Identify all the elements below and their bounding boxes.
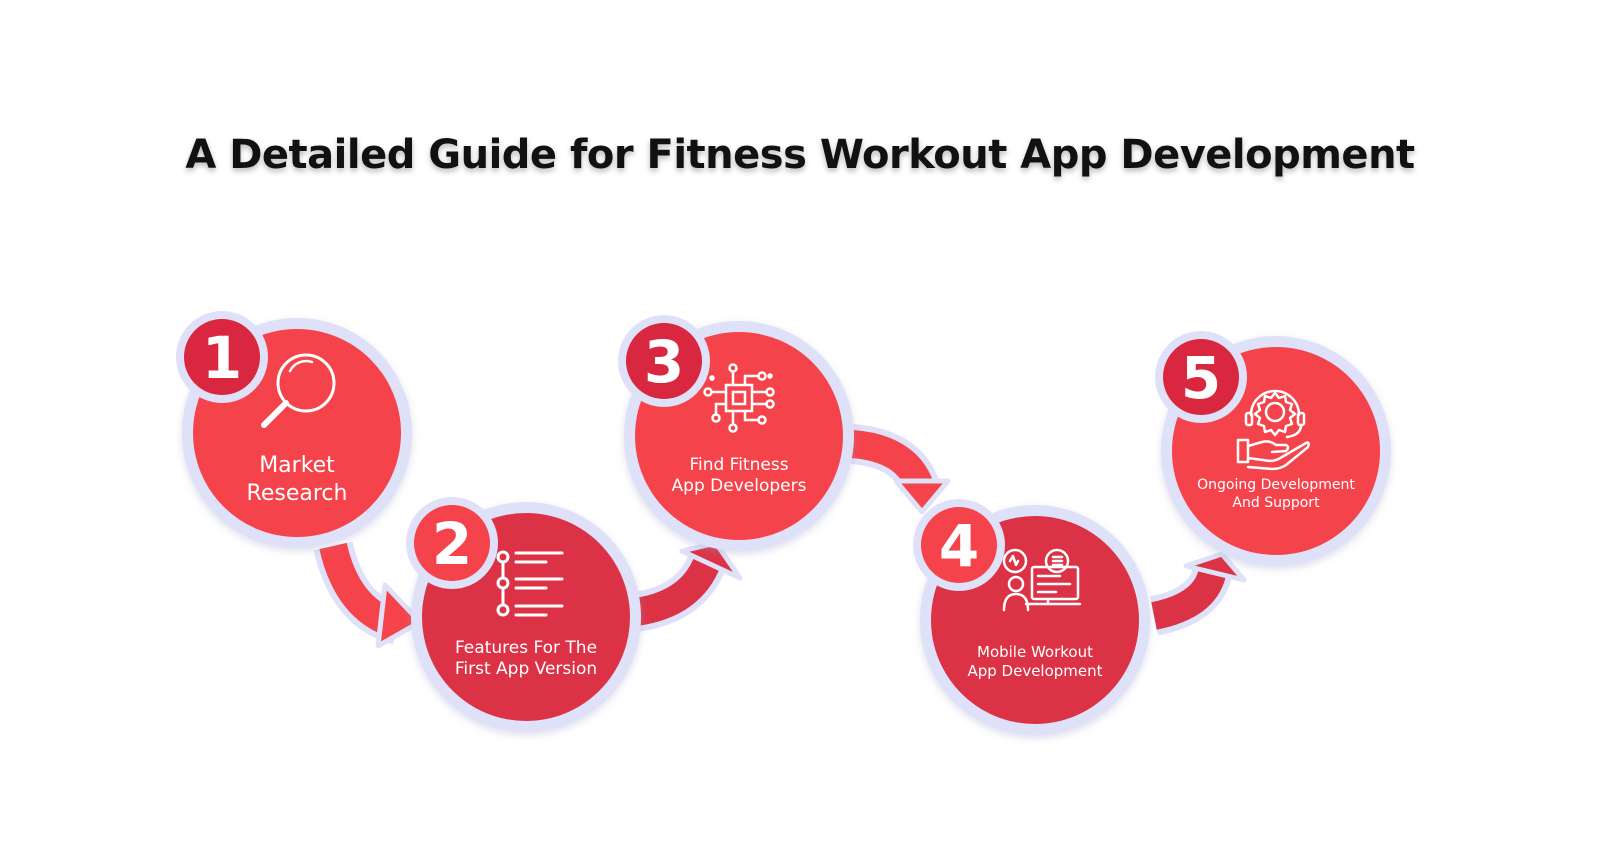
step-1-label: Market Research [246,453,348,506]
developer-workstation-icon [1002,548,1082,612]
step-1-badge: 1 [176,311,268,403]
step-5-badge: 5 [1155,331,1247,423]
step-3-number: 3 [644,328,684,396]
step-2-badge: 2 [406,497,498,589]
step-5-label: Ongoing Development And Support [1197,477,1355,511]
step-3-badge: 3 [618,315,710,407]
step-1-number: 1 [202,324,242,392]
step-2-label: Features For The First App Version [454,638,598,680]
step-3-label: Find Fitness App Developers [671,455,807,497]
feature-list-icon [496,550,564,617]
step-2-number: 2 [432,510,472,578]
step-4-number: 4 [939,512,979,580]
gear-hand-support-icon [1236,389,1310,471]
step-4-label: Mobile Workout App Development [967,643,1103,680]
step-4-badge: 4 [913,499,1005,591]
page-title: A Detailed Guide for Fitness Workout App… [185,132,1415,178]
connector-arrow-1-2 [313,541,423,649]
magnifier-icon [261,353,336,428]
connector-arrow-4-5 [1149,551,1247,636]
connector-arrow-2-3 [632,540,743,632]
connector-arrow-3-4 [849,424,951,515]
circuit-chip-icon [703,363,775,433]
step-5-number: 5 [1181,344,1221,412]
